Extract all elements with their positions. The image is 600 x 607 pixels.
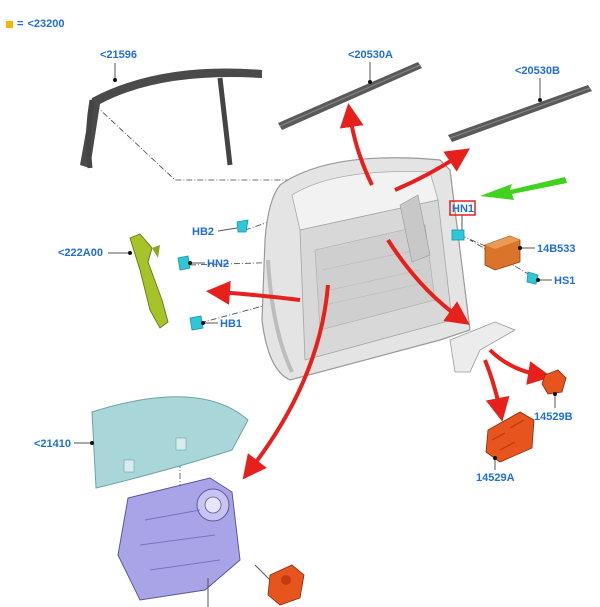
clip-hn1 xyxy=(451,229,465,241)
part-regulator-motor xyxy=(267,564,305,606)
nut-hn2 xyxy=(177,255,191,271)
screw-hs1 xyxy=(526,271,539,285)
label-hb2: HB2 xyxy=(192,226,214,238)
label-14b533: 14B533 xyxy=(537,243,576,255)
pin-14529a xyxy=(493,456,497,460)
bolt-hb1 xyxy=(189,315,204,331)
label-hn2: HN2 xyxy=(207,258,229,270)
part-14529b-switch xyxy=(541,369,567,395)
pin-hb1 xyxy=(201,321,205,325)
label-222a00: <222A00 xyxy=(58,247,103,259)
label-21596: <21596 xyxy=(100,49,137,61)
pin-14529b xyxy=(553,392,557,396)
pin-222a00 xyxy=(128,251,132,255)
green-arrow xyxy=(480,177,567,200)
part-21596-weatherstrip xyxy=(80,68,262,169)
part-20530a-moulding xyxy=(278,62,422,130)
leader-motor xyxy=(254,564,271,581)
legend-color-swatch xyxy=(6,20,13,28)
pin-20530b xyxy=(538,98,542,102)
label-hn1: HN1 xyxy=(452,203,474,215)
label-hs1: HS1 xyxy=(554,275,575,287)
part-14529a-switch-pack xyxy=(485,411,535,463)
pin-hn2 xyxy=(188,261,192,265)
legend-ref: <23200 xyxy=(27,18,65,30)
label-20530b: <20530B xyxy=(515,65,560,77)
label-14529b: 14529B xyxy=(534,411,573,423)
leader-hb2 xyxy=(217,227,238,232)
pin-14b533 xyxy=(518,246,522,250)
pin-hs1 xyxy=(536,278,540,282)
red-arrows xyxy=(206,103,552,480)
part-14b533-module xyxy=(484,235,521,271)
part-window-regulator xyxy=(117,477,241,601)
label-20530a: <20530A xyxy=(348,49,393,61)
clip-hb2 xyxy=(236,219,249,233)
legend-equals: = xyxy=(17,18,24,30)
pin-21410 xyxy=(90,441,94,445)
part-222a00-bracket xyxy=(129,233,169,329)
part-21410-glass xyxy=(91,396,249,489)
pin-20530a xyxy=(368,80,372,84)
label-21410: <21410 xyxy=(34,438,71,450)
legend: = <23200 xyxy=(6,18,64,30)
part-20530b-moulding xyxy=(448,85,592,142)
label-hb1: HB1 xyxy=(220,318,242,330)
label-14529a: 14529A xyxy=(476,472,515,484)
pin-21596 xyxy=(113,78,117,82)
switch-bezel xyxy=(449,321,516,373)
door-shell xyxy=(261,157,471,381)
